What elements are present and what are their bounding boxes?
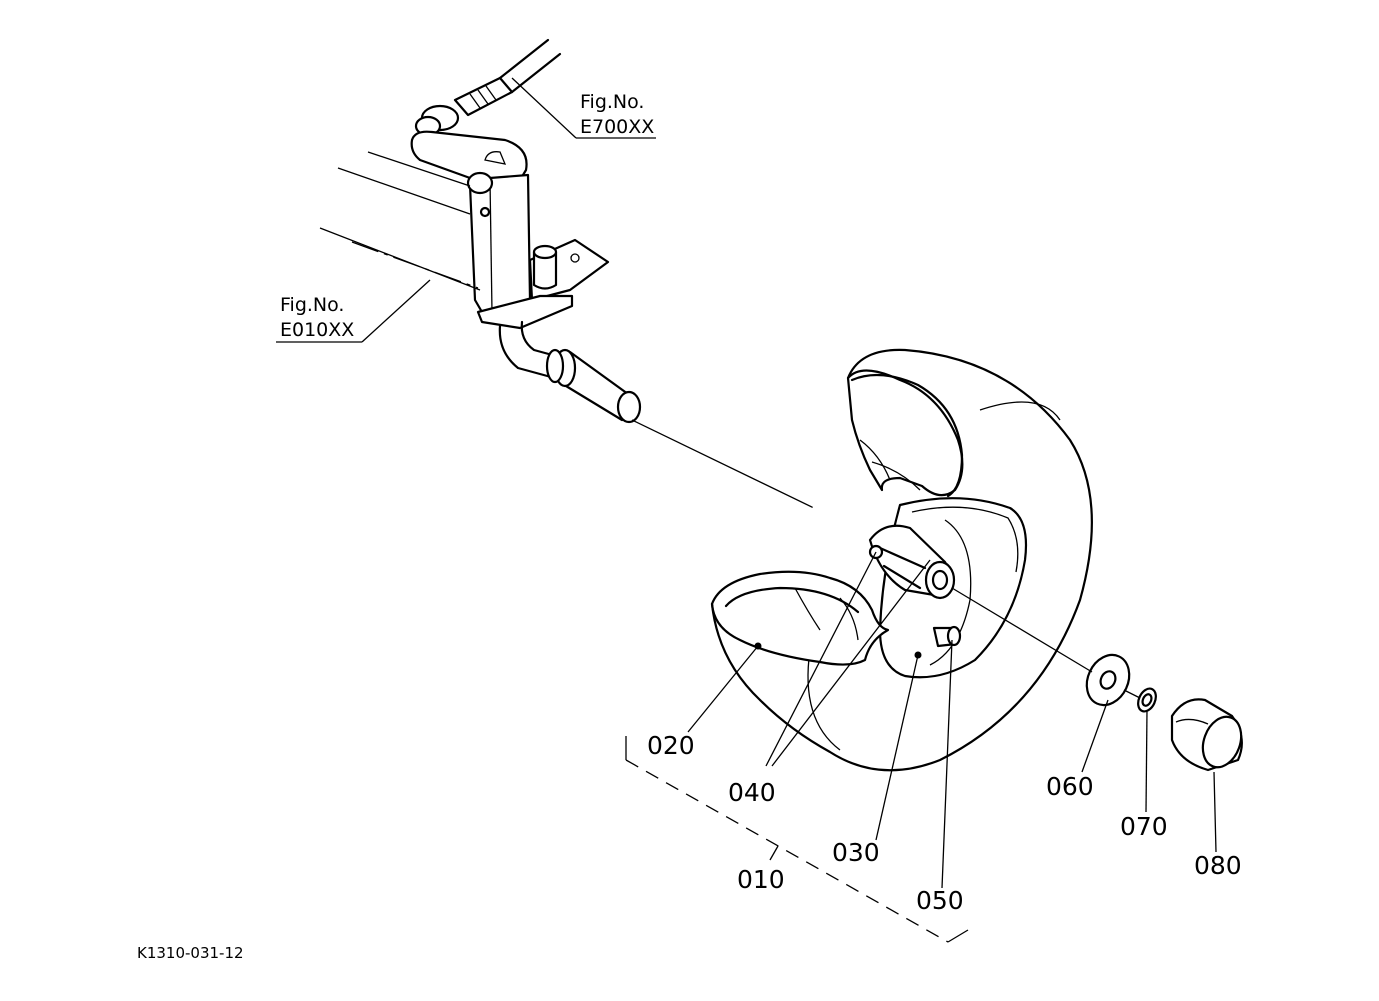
part-number-060: 060 <box>1046 772 1094 801</box>
part-number-040: 040 <box>728 778 776 807</box>
hub-cap-080 <box>1170 698 1243 772</box>
fig-ref-label: Fig.No. <box>280 294 344 316</box>
fig-ref-label: Fig.No. <box>580 91 644 113</box>
steering-linkage <box>319 38 642 424</box>
fig-ref-e700xx: Fig.No. E700XX <box>511 77 656 139</box>
part-number-070: 070 <box>1120 812 1168 841</box>
assembly-bracket-010 <box>625 736 969 943</box>
wheel-assembly <box>710 348 1093 772</box>
part-number-080: 080 <box>1194 851 1242 880</box>
e-clip-070 <box>1137 687 1157 713</box>
part-number-020: 020 <box>647 731 695 760</box>
washer-060 <box>1085 653 1131 707</box>
fig-ref-number: E010XX <box>280 319 354 341</box>
drawing-id: K1310-031-12 <box>137 944 244 962</box>
part-leaders <box>687 551 1217 889</box>
part-number-050: 050 <box>916 886 964 915</box>
part-number-030: 030 <box>832 838 880 867</box>
fig-ref-number: E700XX <box>580 116 654 138</box>
part-number-010: 010 <box>737 865 785 894</box>
fig-ref-e010xx: Fig.No. E010XX <box>276 279 431 343</box>
